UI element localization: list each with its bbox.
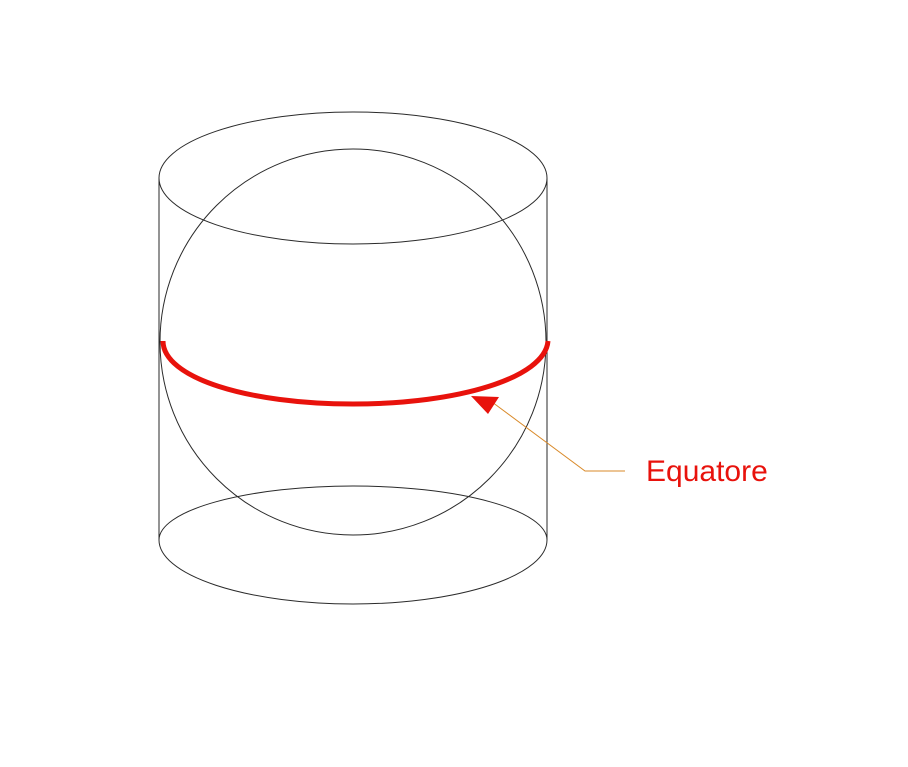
- equator-arc: [160, 340, 551, 407]
- cylinder-top-ellipse: [158, 111, 548, 245]
- cylinder: [158, 111, 548, 605]
- cylinder-bottom-back-arc: [158, 485, 548, 541]
- sphere-outline: [159, 148, 547, 536]
- cylinder-bottom-front-arc: [158, 539, 548, 605]
- leader-line: [491, 401, 625, 472]
- equator-label: Equatore: [646, 455, 768, 488]
- equator-pointer: [471, 396, 625, 472]
- pointer-arrowhead: [471, 396, 499, 414]
